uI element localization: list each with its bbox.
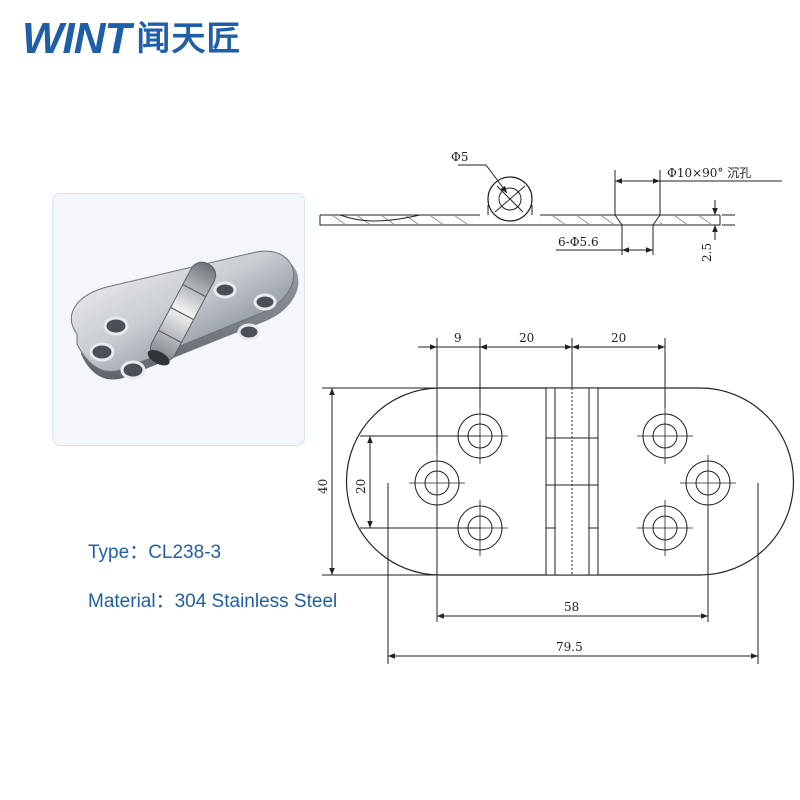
dim-9: 9	[454, 331, 462, 345]
dim-height-20: 20	[354, 479, 368, 494]
spec-material-label: Material：	[88, 591, 175, 612]
dim-79-5: 79.5	[556, 640, 583, 654]
side-view	[319, 164, 782, 255]
dim-countersink: Φ10×90° 沉孔	[667, 166, 751, 180]
spec-type-label: Type：	[88, 542, 149, 563]
dim-20-left: 20	[519, 331, 534, 345]
dim-pin-diameter: Φ5	[451, 150, 468, 164]
spec-type-value: CL238-3	[148, 542, 222, 563]
spec-type: Type：CL238-3	[88, 543, 221, 562]
spec-material: Material：304 Stainless Steel	[88, 592, 337, 611]
spec-material-value: 304 Stainless Steel	[174, 591, 338, 612]
brand-latin-wordmark: WINT	[22, 14, 131, 63]
dim-holes: 6-Φ5.6	[558, 235, 599, 249]
top-view	[322, 338, 795, 664]
brand-logo: WINT 闻天匠	[22, 14, 241, 64]
dim-height-40: 40	[316, 479, 330, 494]
hinge-photo-icon	[70, 250, 299, 380]
dim-58: 58	[564, 600, 579, 614]
dim-thickness: 2.5	[700, 243, 714, 262]
dim-20-right: 20	[611, 331, 626, 345]
product-photo	[52, 193, 305, 446]
brand-cjk-wordmark: 闻天匠	[136, 19, 242, 59]
